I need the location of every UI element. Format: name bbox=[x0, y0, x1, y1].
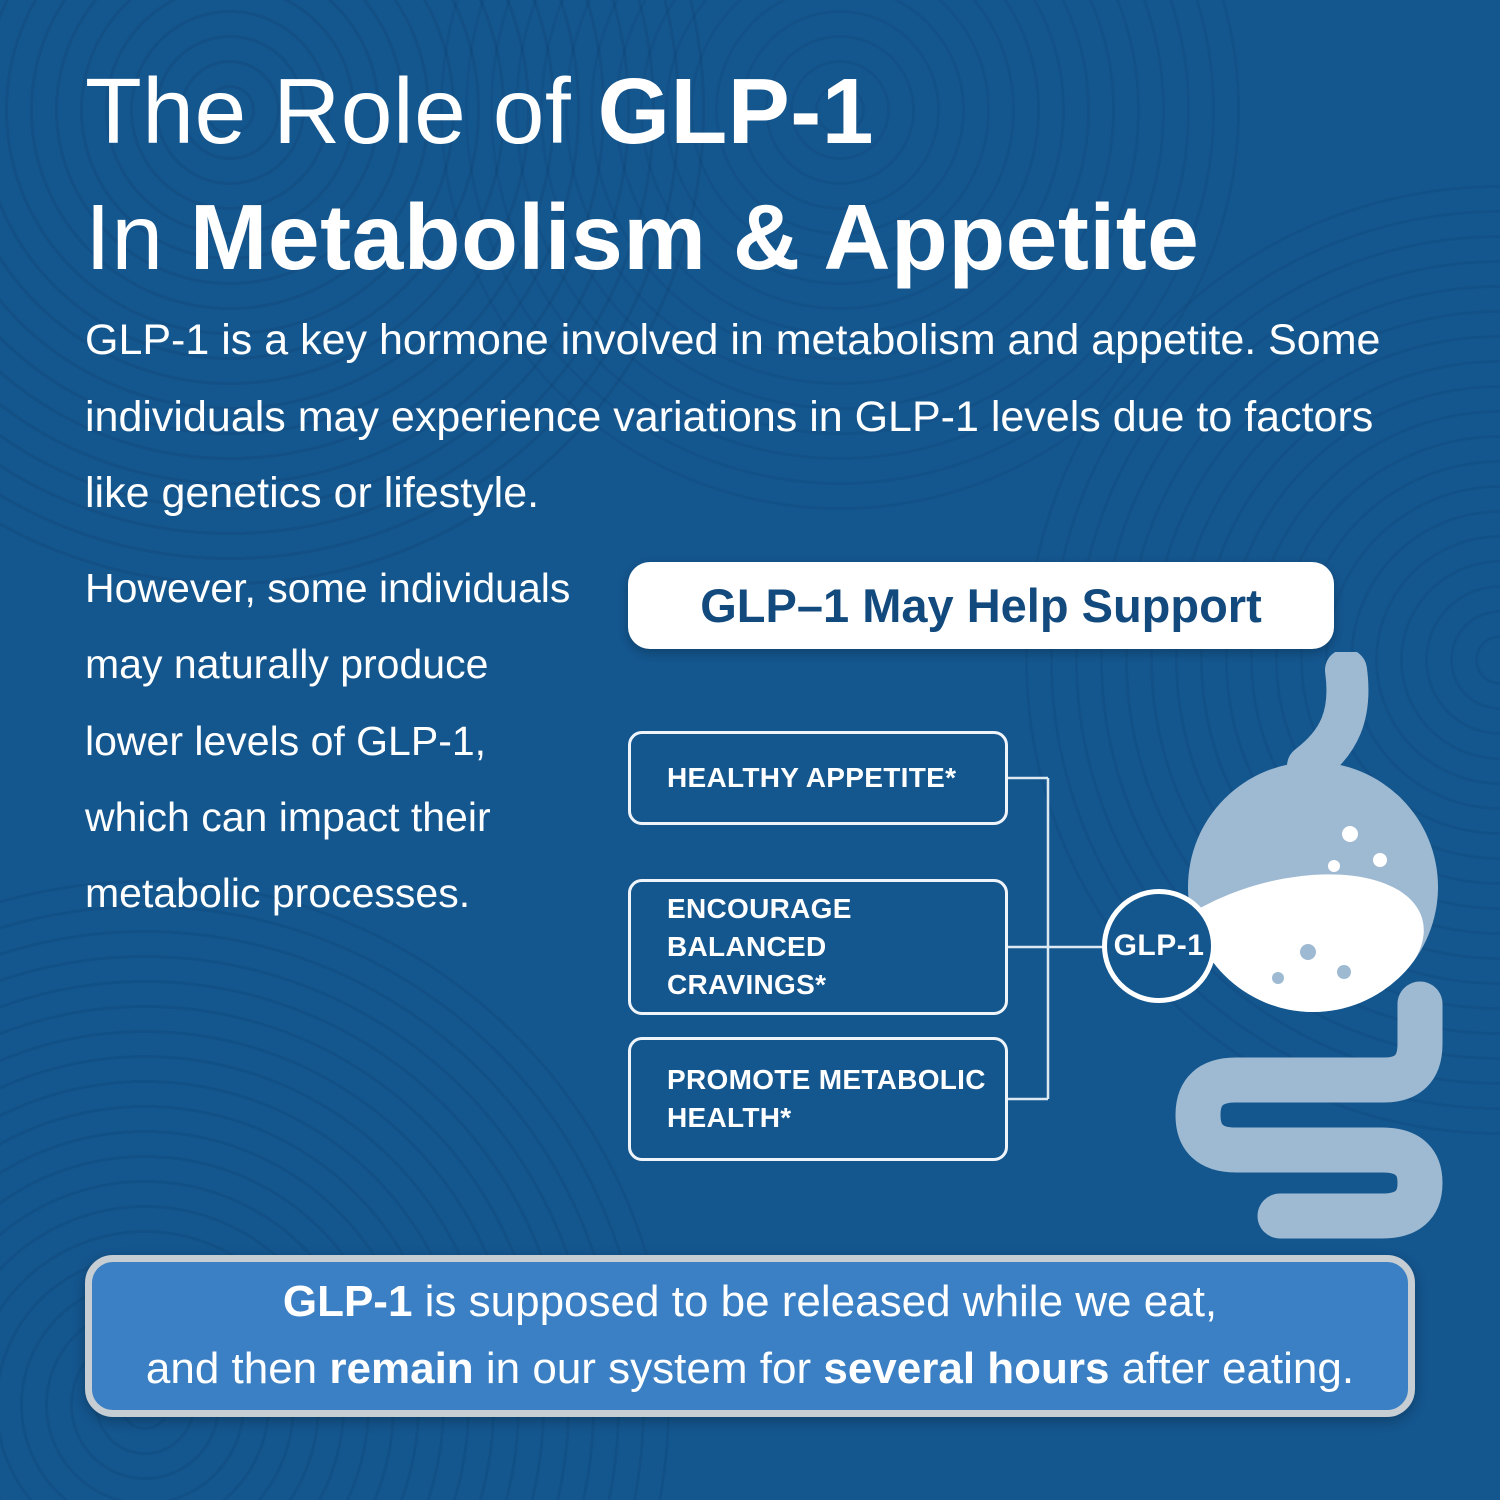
title-line-1-regular: The Role of bbox=[85, 59, 598, 163]
benefit-label: HEALTHY APPETITE* bbox=[667, 762, 957, 794]
glp1-hub-badge: GLP-1 bbox=[1102, 889, 1216, 1003]
benefit-label: PROMOTE METABOLIC HEALTH* bbox=[667, 1064, 986, 1133]
title-line-2: In Metabolism & Appetite bbox=[85, 174, 1199, 300]
support-pill: GLP–1 May Help Support bbox=[628, 562, 1334, 649]
intro-paragraph: GLP-1 is a key hormone involved in metab… bbox=[85, 316, 1381, 518]
main-title: The Role of GLP-1 In Metabolism & Appeti… bbox=[85, 48, 1199, 301]
benefit-box-metabolic-health: PROMOTE METABOLIC HEALTH* bbox=[628, 1037, 1008, 1161]
side-paragraph: However, some individuals may naturally … bbox=[85, 565, 571, 916]
footer-text-1: is supposed to be released while we eat, bbox=[412, 1277, 1218, 1327]
footer-callout: GLP-1 is supposed to be released while w… bbox=[85, 1255, 1415, 1417]
footer-bold-several-hours: several hours bbox=[823, 1344, 1110, 1393]
title-line-1: The Role of GLP-1 bbox=[85, 48, 1199, 174]
title-line-2-regular: In bbox=[85, 185, 190, 290]
support-pill-label: GLP–1 May Help Support bbox=[700, 579, 1262, 632]
benefit-label: ENCOURAGE BALANCED CRAVINGS* bbox=[667, 893, 852, 1000]
title-line-1-bold: GLP-1 bbox=[597, 59, 874, 163]
stomach-intestines-icon bbox=[1158, 649, 1480, 1247]
footer-text-4: after eating. bbox=[1109, 1344, 1355, 1393]
footer-line-2: and then remain in our system for severa… bbox=[146, 1336, 1354, 1403]
glp1-hub-label: GLP-1 bbox=[1113, 929, 1205, 962]
title-line-2-bold: Metabolism & Appetite bbox=[189, 185, 1200, 290]
benefit-box-healthy-appetite: HEALTHY APPETITE* bbox=[628, 731, 1008, 825]
benefit-box-balanced-cravings: ENCOURAGE BALANCED CRAVINGS* bbox=[628, 879, 1008, 1015]
footer-text-2: and then bbox=[145, 1344, 330, 1393]
footer-line-1: GLP-1 is supposed to be released while w… bbox=[283, 1269, 1217, 1336]
footer-bold-remain: remain bbox=[329, 1344, 474, 1393]
footer-bold-glp1: GLP-1 bbox=[282, 1277, 413, 1327]
footer-text-3: in our system for bbox=[473, 1344, 824, 1393]
